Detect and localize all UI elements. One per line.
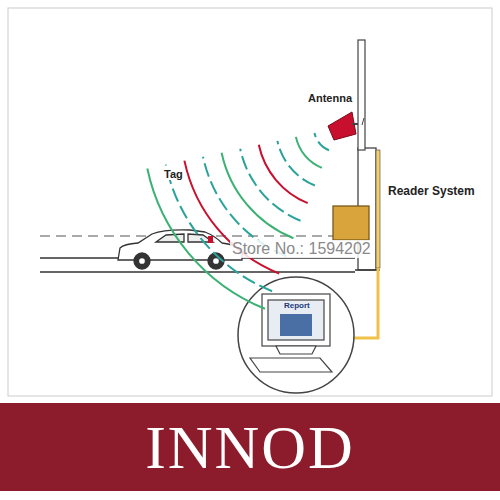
brand-name: INNOD [145,412,355,483]
wave-arc [222,153,294,239]
road-line [40,271,355,273]
watermark: Store No.: 1594202 [230,240,373,258]
pole-base [355,269,380,271]
wave-arc [259,145,308,203]
computer-inset [238,277,354,393]
reader-label: Reader System [386,184,477,198]
wave-arc [147,169,265,309]
radio-waves [147,133,329,309]
frame [8,8,492,396]
brand-band: INNOD [0,403,500,491]
antenna-panel [328,112,356,140]
antenna-mast [358,40,365,150]
wave-arc [296,137,322,168]
antenna-leader [362,118,364,125]
pole-cable [376,150,380,268]
tag-label: Tag [162,168,185,180]
wave-arc [277,141,314,186]
reader-box [333,206,369,240]
data-cable [352,268,378,338]
wave-arc [166,165,272,292]
antenna-bracket [352,123,358,125]
computer [250,294,332,372]
tag-chip [208,236,213,243]
antenna-label: Antenna [306,92,354,104]
screen-label: Report [282,301,312,310]
wave-arc [315,133,330,150]
wave-arc [240,149,300,221]
